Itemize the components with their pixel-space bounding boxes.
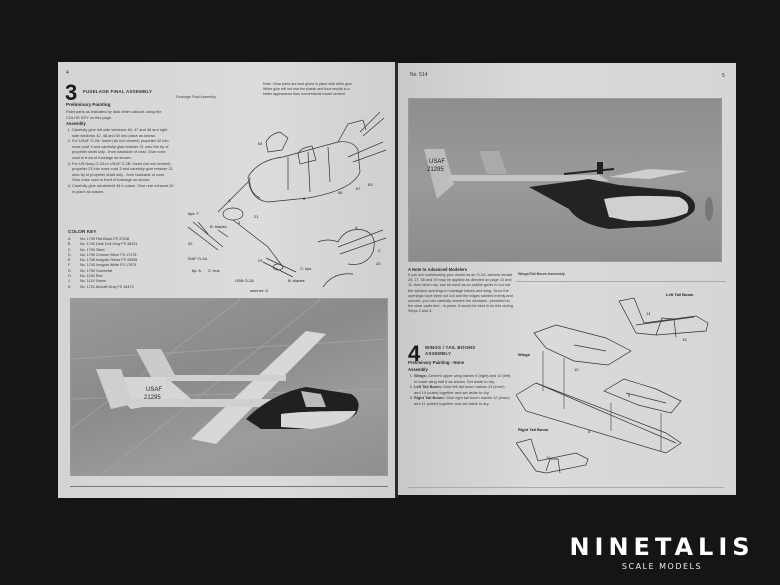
label-8: 8 <box>303 196 306 201</box>
aircraft-aerial-photo: USAF 21295 <box>70 298 388 476</box>
page-number: 4 <box>66 70 69 76</box>
instruction-4: Carefully glue windshield 44 in place. G… <box>72 183 174 194</box>
tail-marking-line1: USAF <box>146 387 162 393</box>
instructions-list: Wings: Cement upper wing halves 9 (right… <box>404 373 512 407</box>
label-b-blades: B: blades <box>210 224 227 229</box>
label-a: A <box>228 198 231 203</box>
label-5: 5 <box>238 220 241 225</box>
label-a-2: A <box>355 225 358 230</box>
instruction-3: For US Navy O-2A or USAF O-2B: Insert (d… <box>72 161 174 183</box>
advanced-note-text: If you are constructing your model as an… <box>408 273 513 314</box>
label-tips-f: tips: F <box>188 211 199 216</box>
label-c: C <box>378 248 381 253</box>
preliminary-heading: Preliminary Painting <box>66 102 111 107</box>
watermark-brand: NINETALIS <box>569 533 755 561</box>
step-title: FUSELAGE FINAL ASSEMBLY <box>83 89 153 94</box>
page-gutter <box>395 62 398 498</box>
aircraft-side-photo: USAF 21295 <box>408 98 722 262</box>
label-21: 21 <box>254 214 259 219</box>
right-page: No. 514 5 USAF 21295 A Note to Advanced … <box>398 63 736 495</box>
assembly-heading: Assembly <box>66 121 86 126</box>
preliminary-painting: Preliminary Painting - None <box>408 360 465 365</box>
label-12: 12 <box>546 455 551 460</box>
aircraft-side-image: USAF 21295 <box>424 149 713 229</box>
label-13: 13 <box>682 337 687 342</box>
page-number: 5 <box>722 73 725 79</box>
diagram-divider <box>516 281 726 282</box>
label-wings: Wings <box>518 352 531 357</box>
label-23: 23 <box>258 258 263 263</box>
wings-tail-boom-diagram: Left Tail Boom 14 13 Wings 10 9 8 Right … <box>516 292 709 474</box>
color-key-heading: COLOR KEY <box>68 230 97 235</box>
footer-rule <box>70 486 388 487</box>
instruction-2: Left Tail Boom: Glue left tail boom halv… <box>414 384 512 395</box>
label-left-tail-boom: Left Tail Boom <box>666 292 694 297</box>
tail-marking-line2: 21295 <box>144 395 161 401</box>
instruction-2: For USAF O-2A: Insert (do not cement) pr… <box>72 138 174 160</box>
footer-rule <box>408 487 724 488</box>
wing-diagram-caption: Wings/Tail Boom Assembly <box>518 272 565 276</box>
step-number: 3 <box>65 80 78 105</box>
preliminary-text: Paint parts as indicated by italic lette… <box>66 109 162 120</box>
label-20: 20 <box>376 261 381 266</box>
label-66: 66 <box>338 190 343 195</box>
kit-number: No. 514 <box>410 72 428 78</box>
assembly-heading: Assembly <box>408 367 428 372</box>
label-b-blades-2: B: blades <box>288 278 305 283</box>
label-64: 64 <box>258 141 263 146</box>
fuselage-assembly-diagram: 64 A 21 5 8 66 67 63 tips: F B: blades 4… <box>188 111 387 292</box>
label-tip-a: tip: A <box>192 268 201 273</box>
step-title: WINGS / TAIL BOOMS ASSEMBLY <box>425 345 476 356</box>
label-10: 10 <box>574 367 579 372</box>
label-9: 9 <box>628 393 631 398</box>
label-8: 8 <box>588 429 591 434</box>
watermark-tagline: SCALE MODELS <box>621 562 703 571</box>
diagram-caption: Fuselage Final Assembly <box>176 95 216 99</box>
clear-parts-note: Note: Clear parts are best glued in plac… <box>263 82 353 96</box>
label-63: 63 <box>368 182 373 187</box>
label-spinner-d: spinner: D <box>250 288 268 292</box>
label-usn: USN O-2A <box>235 278 254 283</box>
advanced-note-heading: A Note to Advanced Modelers <box>408 267 468 272</box>
aircraft-aerial-image: USAF 21295 <box>71 299 387 475</box>
instruction-1: Wings: Cement upper wing halves 9 (right… <box>414 373 512 384</box>
label-14: 14 <box>646 311 651 316</box>
step-number: 4 <box>408 341 421 366</box>
label-right-tail-boom: Right Tail Boom <box>518 427 549 432</box>
left-page: 4 3 FUSELAGE FINAL ASSEMBLY Preliminary … <box>58 62 396 498</box>
instruction-1: Carefully glue left side windows 46, 47 … <box>72 127 174 138</box>
label-c-tips: C: tips <box>300 266 311 271</box>
watermark-logo: NINETALIS SCALE MODELS <box>562 535 762 571</box>
label-c-hub: C: hub <box>208 268 221 273</box>
instruction-3: Right Tail Boom: Glue right tail boom ha… <box>414 395 512 406</box>
label-67: 67 <box>356 186 361 191</box>
tail-marking-line1: USAF <box>429 159 445 165</box>
tail-marking-line2: 21295 <box>427 167 444 173</box>
label-42: 42 <box>188 241 193 246</box>
label-usaf-o2a: USAF O-2A <box>188 256 207 261</box>
instructions-list: Carefully glue left side windows 46, 47 … <box>62 127 174 194</box>
